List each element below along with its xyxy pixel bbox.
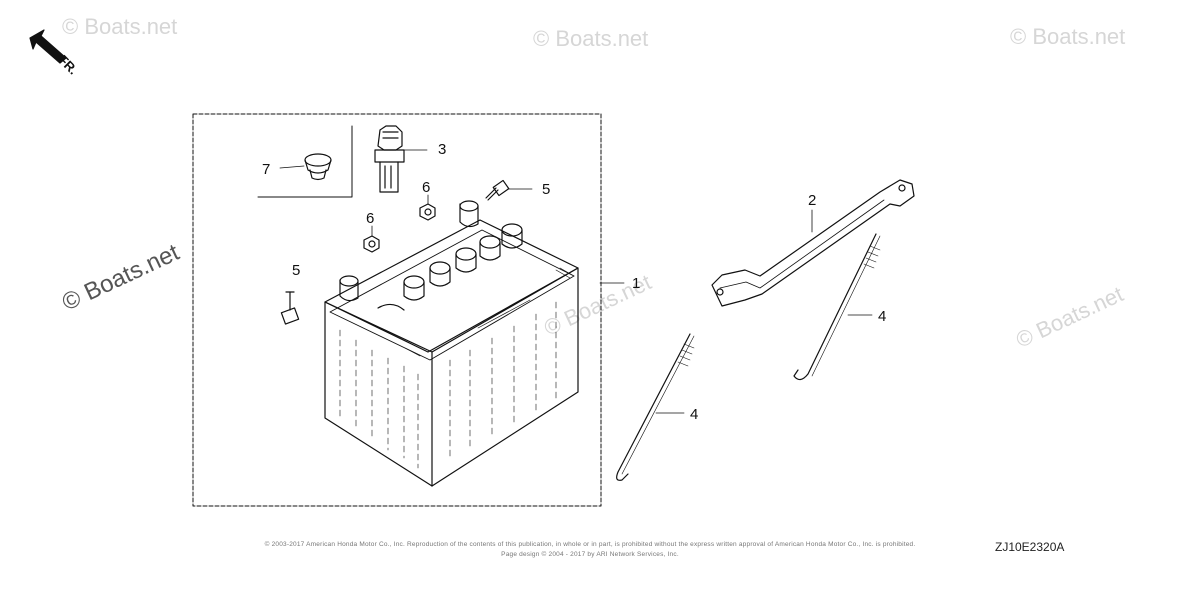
callout-5: 5 [292,262,300,279]
callout-2: 2 [808,192,816,209]
callout-3: 3 [438,141,446,158]
bolt-part [485,179,510,201]
watermark: © Boats.net [533,26,649,51]
callout-6: 6 [422,179,430,196]
holder-rod-part [616,333,695,481]
battery-assembly-box [192,113,602,507]
battery-part [324,200,579,487]
callout-4: 4 [878,308,886,325]
holder-rod-part [793,233,881,381]
diagram-code: ZJ10E2320A [995,540,1065,554]
bolt-part [280,291,300,325]
page-design-line: Page design © 2004 - 2017 by ARI Network… [501,551,679,558]
cap-subassembly-box [257,125,353,198]
watermark: © Boats.net [62,14,178,39]
nut-part [363,235,380,253]
terminal-part [374,125,405,193]
callout-7: 7 [262,161,270,178]
callout-1: 1 [632,275,640,292]
watermark: © Boats.net [1010,24,1126,49]
nut-part [419,203,436,221]
callout-5: 5 [542,181,550,198]
callout-4: 4 [690,406,698,423]
callout-6: 6 [366,210,374,227]
vent-cap-part [304,153,332,181]
battery-holder-part [711,179,915,307]
copyright-line: © 2003-2017 American Honda Motor Co., In… [264,541,916,548]
front-arrow-icon [29,29,67,64]
